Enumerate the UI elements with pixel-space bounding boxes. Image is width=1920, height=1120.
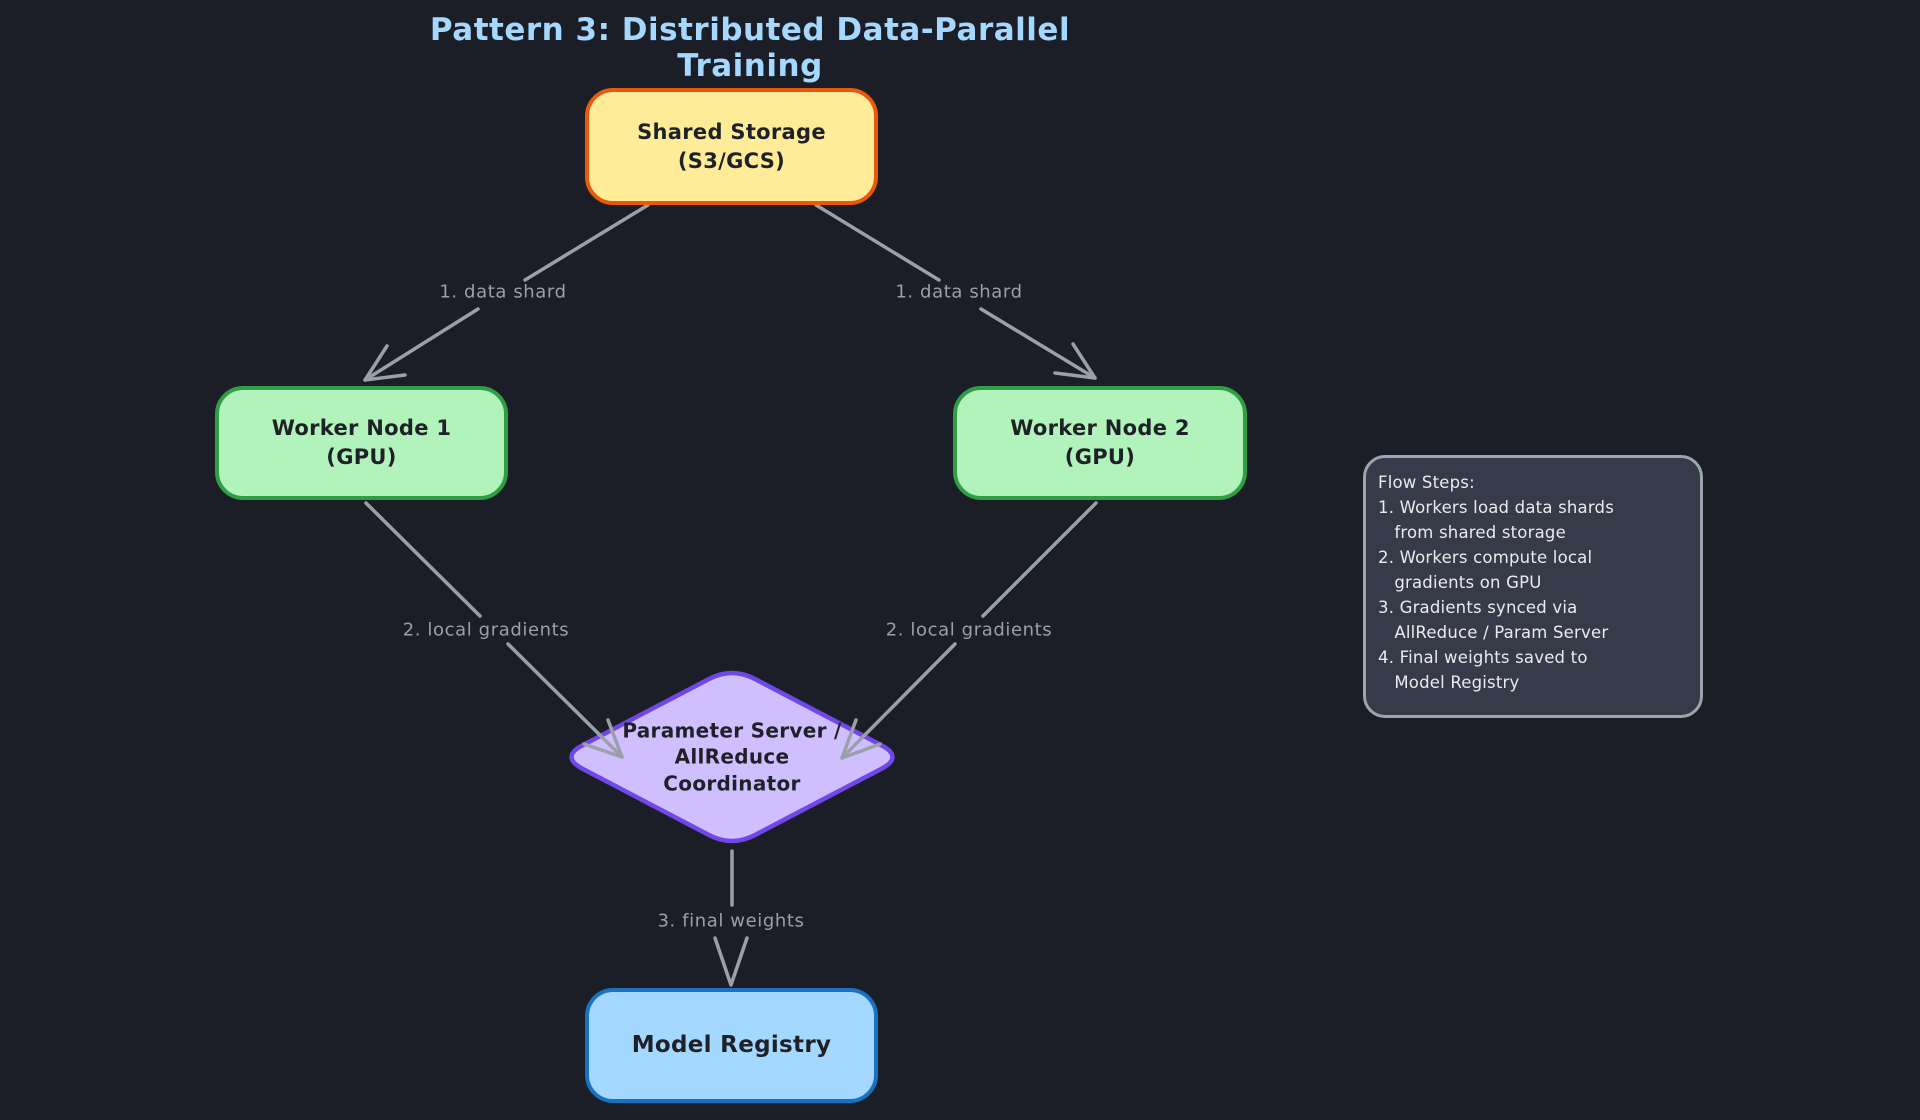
node-model-registry: Model Registry [585, 988, 878, 1103]
node-worker-1-label: Worker Node 1 (GPU) [271, 416, 452, 469]
diagram-title: Pattern 3: Distributed Data-Parallel Tra… [429, 12, 1071, 84]
edge-label-data-shard-left: 1. data shard [439, 281, 567, 303]
edge-storage-to-worker2 [814, 203, 1097, 380]
node-worker-2-label: Worker Node 2 (GPU) [1010, 416, 1190, 469]
edge-label-final-weights: 3. final weights [657, 910, 805, 932]
flow-steps-note: Flow Steps: 1. Workers load data shards … [1363, 455, 1703, 718]
node-coordinator-label: Parameter Server / AllReduce Coordinator [622, 718, 842, 796]
coordinator-diamond-shape [569, 670, 895, 844]
edge-storage-to-worker1 [363, 203, 650, 382]
edge-label-data-shard-right: 1. data shard [895, 281, 1023, 303]
edge-coordinator-to-registry [713, 849, 749, 987]
node-shared-storage-label: Shared Storage (S3/GCS) [637, 119, 826, 173]
node-worker-2: Worker Node 2 (GPU) [953, 386, 1247, 500]
node-model-registry-label: Model Registry [631, 1031, 832, 1058]
edge-worker1-to-coordinator [364, 501, 624, 759]
edge-worker2-to-coordinator [840, 501, 1098, 760]
edge-label-local-gradients-right: 2. local gradients [885, 619, 1053, 641]
node-worker-1: Worker Node 1 (GPU) [215, 386, 508, 500]
edge-label-local-gradients-left: 2. local gradients [402, 619, 570, 641]
node-shared-storage: Shared Storage (S3/GCS) [585, 88, 878, 205]
